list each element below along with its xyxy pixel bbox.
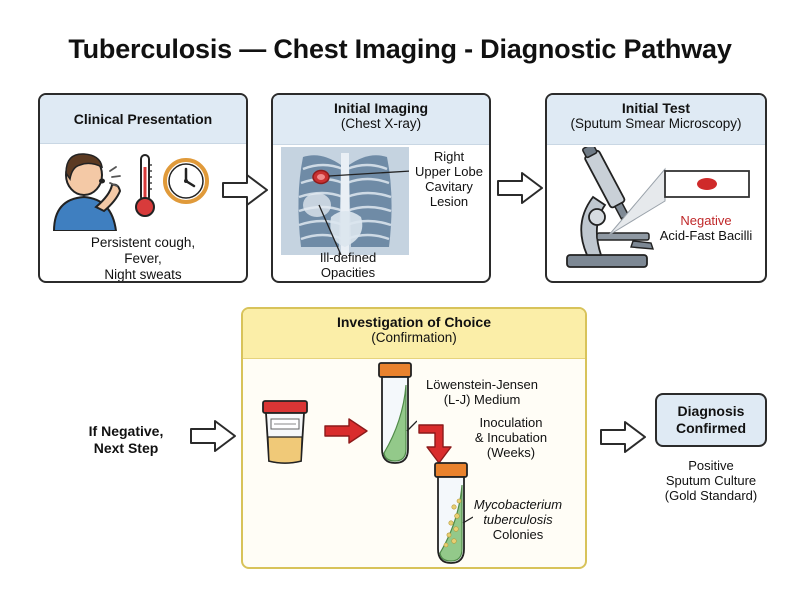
initial-imaging-title: Initial Imaging [333,100,429,116]
initial-imaging-card: Initial Imaging (Chest X-ray) Right Uppe… [271,93,491,283]
investigation-subtitle: (Confirmation) [371,330,457,345]
smear-result-negative: Negative [680,213,732,228]
diagnosis-heading-line: Diagnosis [677,403,745,419]
symptom-line: Persistent cough, [90,235,196,250]
investigation-title: Investigation of Choice [336,314,491,330]
flow-arrow-right-icon [222,174,268,206]
process-label-line: Inoculation [479,415,543,430]
flow-arrow-right-icon [190,420,236,452]
initial-imaging-header: Initial Imaging (Chest X-ray) [273,95,489,145]
diagnosis-detail-line: (Gold Standard) [664,488,758,503]
smear-result-detail: Acid-Fast Bacilli [659,228,753,243]
culture-colonies-tube-icon [434,462,473,564]
diagnosis-detail-line: Sputum Culture [665,473,757,488]
coughing-person-icon [52,153,122,231]
process-arrow-icon [324,418,368,444]
diagnosis-detail: Positive Sputum Culture (Gold Standard) [640,458,782,503]
colonies-label-line: Mycobacterium [473,497,563,512]
next-step-label: If Negative, Next Step [62,423,190,457]
lesion-label-line: Right [433,149,465,164]
diagnosis-detail-line: Positive [688,458,734,473]
diagnosis-heading-line: Confirmed [676,420,746,436]
incubation-label: Inoculation & Incubation (Weeks) [461,415,561,460]
symptom-line: Night sweats [104,267,182,282]
flow-arrow-right-icon [497,172,543,204]
colonies-label: Mycobacterium tuberculosis Colonies [469,497,567,542]
smear-result: Negative Acid-Fast Bacilli [647,213,765,243]
process-label-line: & Incubation [474,430,548,445]
diagnosis-heading: Diagnosis Confirmed [657,395,765,437]
lesion-label-line: Upper Lobe [415,164,483,179]
lj-medium-tube-icon [378,362,417,464]
flow-arrow-right-icon [600,421,646,453]
sputum-container-icon [262,400,308,464]
clinical-presentation-title: Clinical Presentation [73,111,213,127]
page-title: Tuberculosis — Chest Imaging - Diagnosti… [68,34,732,64]
cavitary-lesion-label: Right Upper Lobe Cavitary Lesion [411,149,487,209]
slide-zoom-callout [608,167,750,236]
clinical-presentation-header: Clinical Presentation [40,95,246,144]
lesion-label-line: Lesion [429,194,469,209]
microscope-icon [566,147,655,268]
opacity-label-line: Opacities [320,265,376,280]
initial-test-card: Initial Test (Sputum Smear Microscopy) N… [545,93,767,283]
diagnosis-confirmed-box: Diagnosis Confirmed [655,393,767,447]
opacity-label-line: Ill-defined [319,250,377,265]
initial-test-title: Initial Test [621,100,691,116]
initial-test-subtitle: (Sputum Smear Microscopy) [570,116,742,131]
investigation-card: Investigation of Choice (Confirmation) L… [241,307,587,569]
initial-imaging-subtitle: (Chest X-ray) [340,116,422,131]
opacities-label: Ill-defined Opacities [303,250,393,280]
clinical-presentation-card: Clinical Presentation Persistent cough, … [38,93,248,283]
clock-icon [163,158,209,204]
symptom-line: Fever, [124,251,162,266]
lesion-label-line: Cavitary [425,179,473,194]
colonies-label-line: tuberculosis [483,512,553,527]
chest-xray-image [281,147,409,255]
process-label-line: (Weeks) [486,445,536,460]
medium-label-line: Löwenstein-Jensen [425,377,539,392]
medium-label-line: (L-J) Medium [443,392,521,407]
colonies-label-line: Colonies [492,527,544,542]
lj-medium-label: Löwenstein-Jensen (L-J) Medium [413,377,551,407]
thermometer-icon [135,154,155,217]
initial-test-header: Initial Test (Sputum Smear Microscopy) [547,95,765,145]
investigation-header: Investigation of Choice (Confirmation) [243,309,585,359]
symptoms-caption: Persistent cough, Fever, Night sweats [40,235,246,282]
next-step-line: If Negative, [88,423,164,439]
next-step-line: Next Step [93,440,159,456]
incubation-arrow-icon [418,424,452,464]
